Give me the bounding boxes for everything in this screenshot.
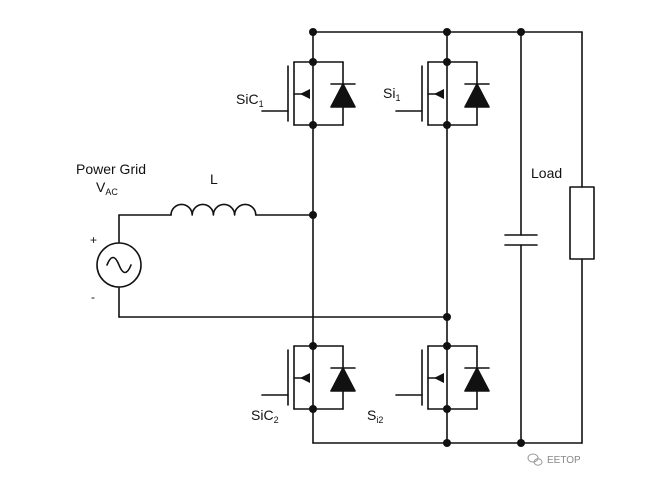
si2-label: Si2 [367,407,383,425]
si1-subscript: 1 [395,93,400,103]
sine-wave-icon [106,256,132,274]
watermark-text: EETOP [547,455,581,466]
load-label: Load [531,165,562,181]
load-resistor [569,186,595,260]
switch-si2 [395,345,490,410]
wechat-icon [527,453,543,466]
junction-dot [517,28,525,36]
sic2-label: SiC2 [251,407,279,425]
si2-main: S [367,407,376,423]
vac-subscript: AC [105,187,118,197]
junction-dot [309,405,317,413]
minus-sign: - [91,290,95,304]
junction-dot [309,342,317,350]
dc-link-capacitor [504,234,538,246]
switch-sic1 [261,61,356,126]
sic1-subscript: 1 [259,99,264,109]
plus-sign: + [90,233,97,247]
junction-dots [309,28,525,447]
junction-dot [443,439,451,447]
junction-dot [309,121,317,129]
inductor-coil [170,203,257,216]
junction-dot [309,58,317,66]
vac-label: VAC [96,179,118,197]
junction-dot [443,58,451,66]
inductor-label: L [210,171,218,187]
si1-label: Si1 [383,85,400,103]
junction-dot [443,405,451,413]
junction-dot [309,211,317,219]
watermark: EETOP [527,453,581,466]
sic2-main: SiC [251,407,274,423]
junction-dot [443,28,451,36]
source-wires [118,214,448,318]
ac-source [96,242,142,288]
sic1-label: SiC1 [236,91,264,109]
sic1-main: SiC [236,91,259,107]
switch-sic2 [261,345,356,410]
junction-dot [443,313,451,321]
vac-main: V [96,179,106,195]
si2-subscript: i2 [376,415,383,425]
power-grid-label: Power Grid [76,161,146,177]
junction-dot [443,121,451,129]
junction-dot [309,28,317,36]
junction-dot [517,439,525,447]
sic2-subscript: 2 [274,415,279,425]
switch-si1 [395,61,490,126]
junction-dot [443,342,451,350]
si1-main: Si [383,85,395,101]
